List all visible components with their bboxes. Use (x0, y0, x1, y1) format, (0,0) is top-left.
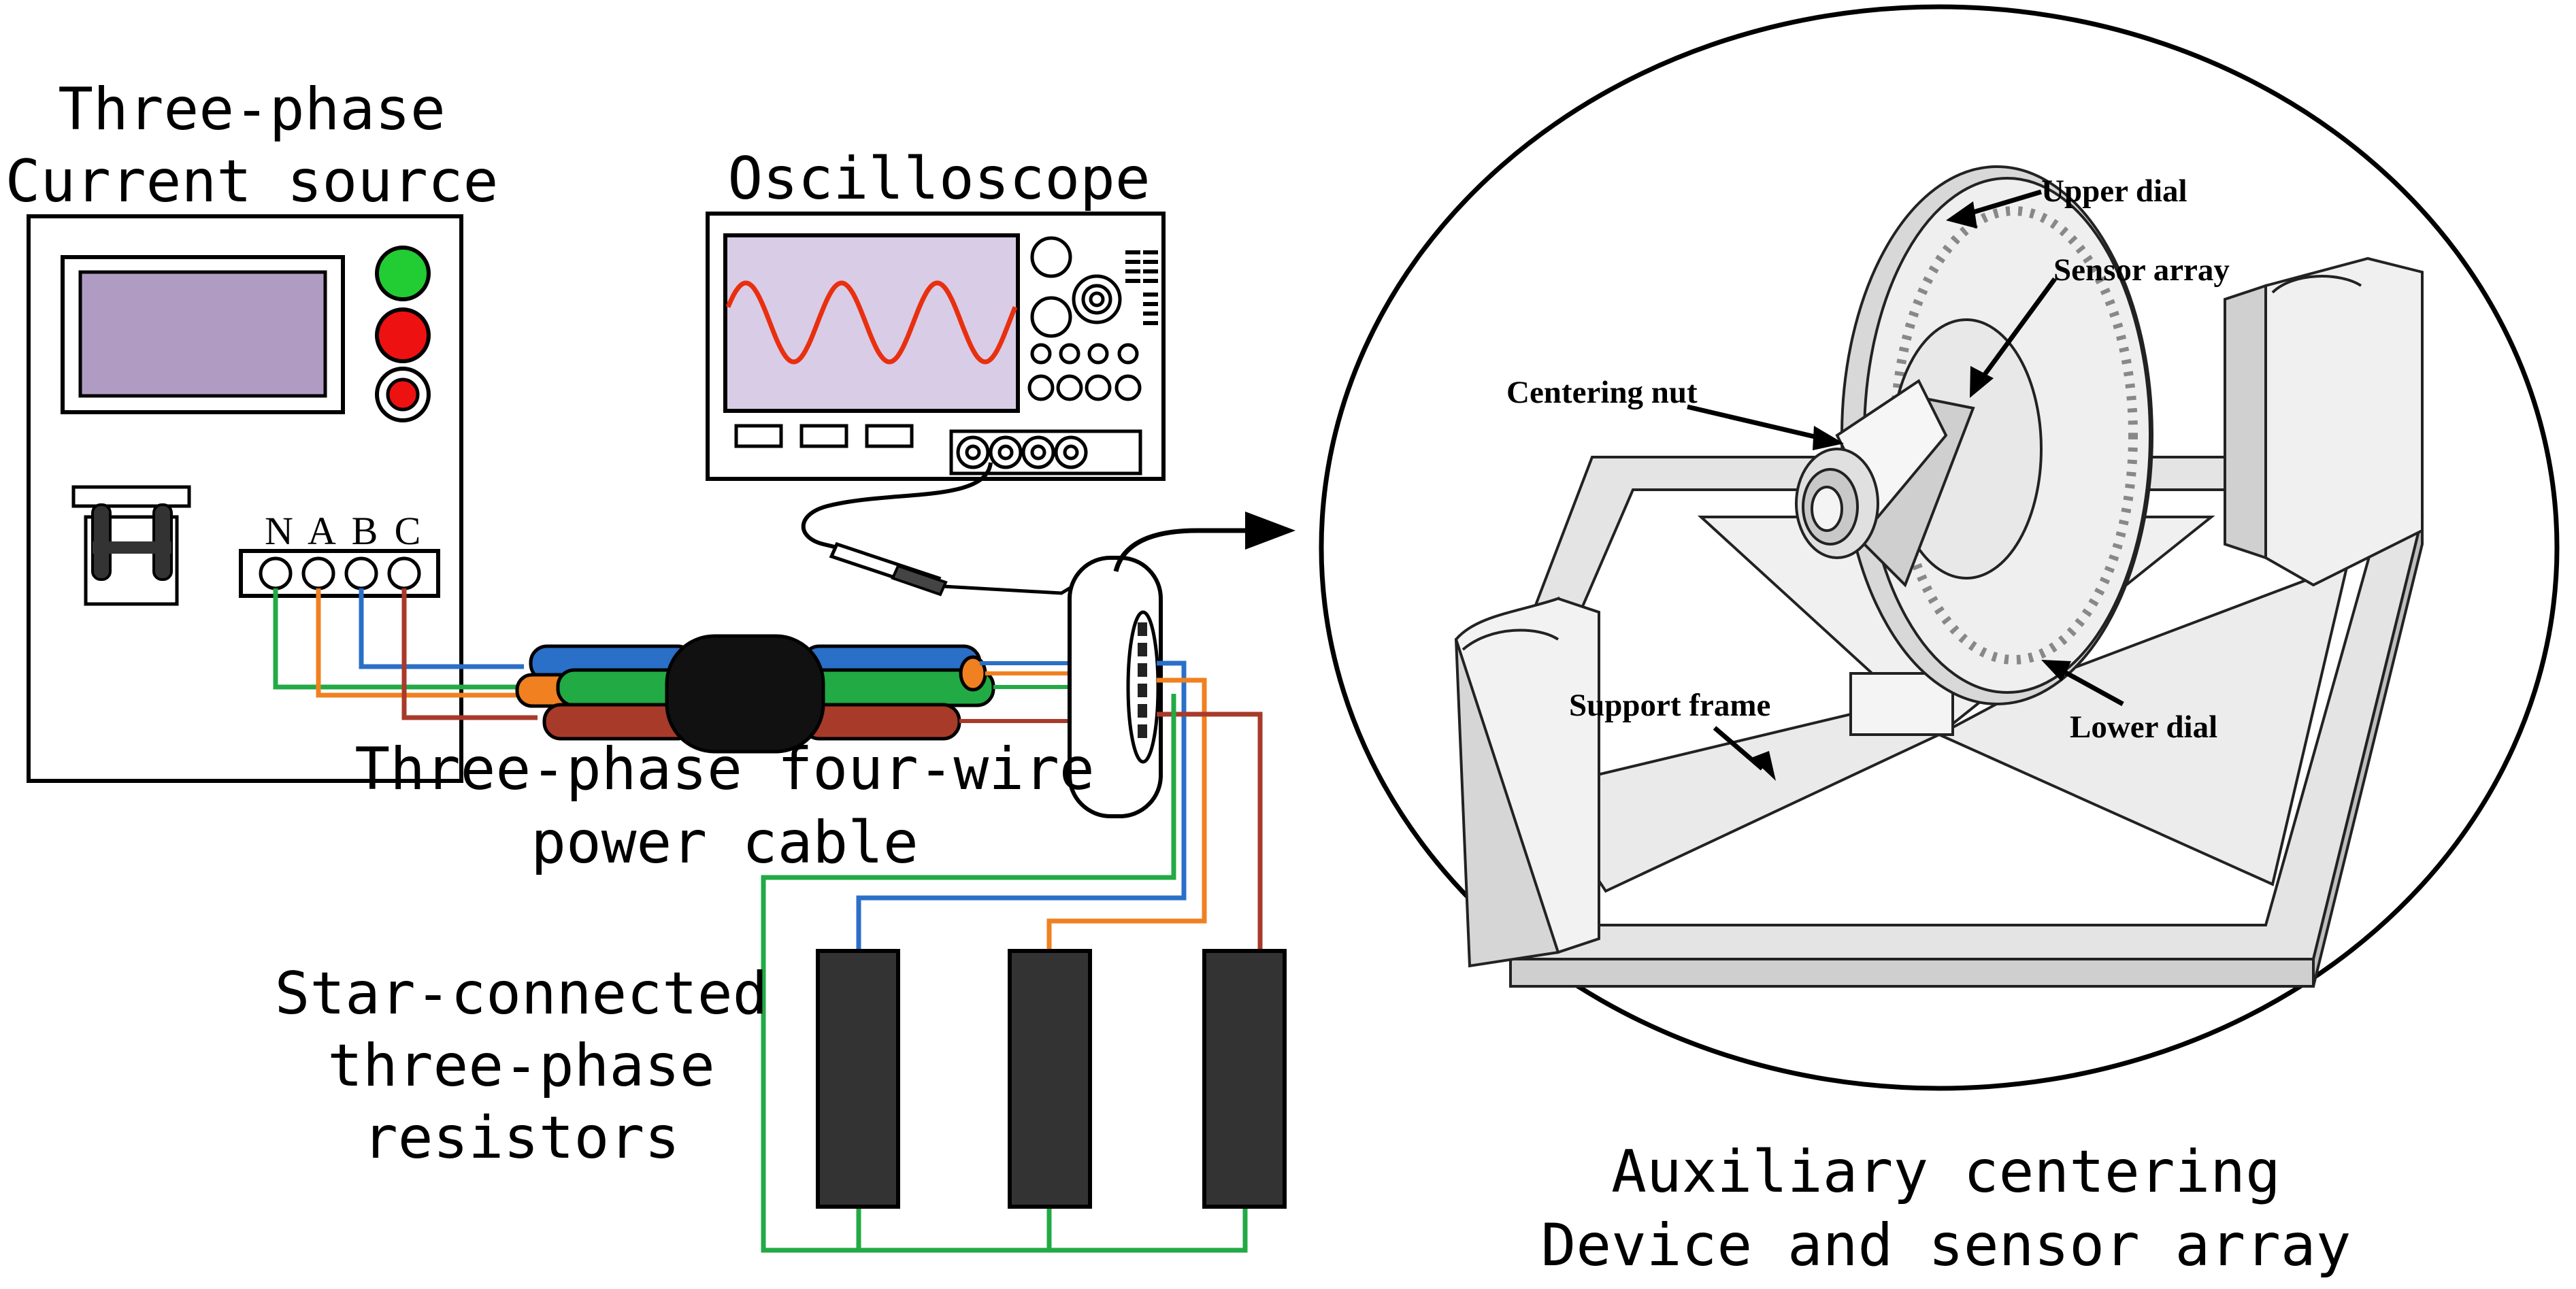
callout-arrowheads (1751, 201, 2071, 781)
arrow-centering-nut (1687, 404, 1824, 441)
red-ring-button-core (386, 378, 420, 412)
source-display-screen (78, 270, 327, 398)
cable-core-C-right (801, 703, 961, 741)
load-wire-N (761, 694, 1248, 1253)
cable-title-line1: Three-phase four-wire (354, 735, 1094, 803)
wire-A (316, 588, 517, 698)
resistors (816, 949, 1287, 1209)
load-wire-B (856, 660, 1187, 951)
current-source: N A B C (27, 214, 463, 783)
cable-title-line2: power cable (531, 809, 919, 877)
resistors-title-line3: resistors (363, 1104, 680, 1172)
device-title-line2: Device and sensor array (1541, 1211, 2351, 1279)
terminal-label-N: N (265, 509, 293, 553)
resistors-title-line2: three-phase (327, 1032, 715, 1100)
oscilloscope-knobs (1027, 236, 1142, 401)
terminal-label-A: A (308, 509, 336, 553)
red-button-icon (375, 307, 431, 363)
device-view: Upper dial Sensor array Centering nut Su… (1319, 4, 2560, 1091)
oscilloscope-input-jacks (956, 435, 1088, 469)
callout-centering-nut: Centering nut (1506, 375, 1698, 410)
source-title-line1: Three-phase (58, 76, 446, 144)
oscilloscope-soft-keys (734, 424, 914, 448)
arrow-sensor-array (1978, 277, 2057, 383)
cable-jacket (665, 634, 825, 754)
terminal-label-C: C (395, 509, 421, 553)
callout-upper-dial: Upper dial (2041, 173, 2187, 209)
green-button-icon (375, 246, 431, 301)
connection-arrow (1113, 512, 1295, 572)
wire-B (359, 588, 524, 669)
oscilloscope (706, 212, 1166, 481)
callout-lower-dial: Lower dial (2070, 709, 2217, 745)
wire-N (273, 588, 524, 690)
probe-icon (829, 541, 1076, 597)
oscilloscope-led-strip-icon (1125, 250, 1158, 325)
terminal-screws (259, 556, 421, 590)
resistors-title-line1: Star-connected (275, 960, 768, 1028)
wire-C (401, 588, 538, 720)
cable-wires-to-sensor (959, 661, 1068, 723)
source-title-line2: Current source (5, 148, 499, 216)
resistor-1 (816, 949, 900, 1209)
oscilloscope-title: Oscilloscope (727, 145, 1150, 213)
terminal-label-B: B (352, 509, 378, 553)
sine-wave-trace (725, 280, 1018, 365)
resistor-2 (1008, 949, 1092, 1209)
device-title-line1: Auxiliary centering (1611, 1138, 2281, 1206)
sensor-ring (1068, 556, 1163, 818)
probe-cable (801, 462, 993, 554)
dial-assembly (1795, 165, 2153, 705)
load-wires (761, 660, 1263, 1253)
callout-sensor-array: Sensor array (2053, 252, 2230, 288)
power-switch-icon (71, 485, 191, 606)
resistor-3 (1202, 949, 1287, 1209)
callout-support-frame: Support frame (1569, 688, 1770, 723)
arrow-support-frame (1713, 726, 1764, 771)
power-cable (515, 634, 995, 754)
oscilloscope-screen (723, 233, 1020, 413)
load-wire-A (1046, 677, 1207, 951)
arrow-lower-dial (2053, 664, 2124, 707)
load-wire-C (1157, 712, 1263, 951)
source-wires (273, 588, 538, 720)
